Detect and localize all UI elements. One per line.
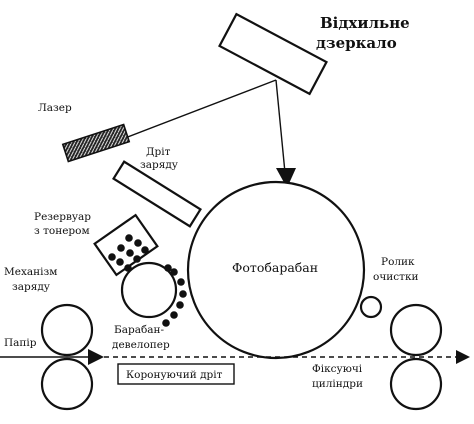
fuser-label-line2: циліндри <box>312 378 363 390</box>
developer-label-line2: девелопер <box>112 339 170 351</box>
paper-label: Папір <box>4 337 37 349</box>
charge-wire-label-line1: Дріт <box>146 146 171 158</box>
charge-mechanism-label-line2: заряду <box>12 281 51 293</box>
charge-wire <box>112 160 202 228</box>
mirror-label-line1: Відхильне <box>320 14 410 32</box>
laser-beam <box>124 79 277 139</box>
corona-wire-box <box>117 363 235 385</box>
toner-reservoir-label-line1: Резервуар <box>34 211 91 223</box>
reflected-beam-arrowhead <box>276 168 296 188</box>
paper-arrow-left <box>88 349 104 365</box>
mirror-label-line2: дзеркало <box>316 34 397 52</box>
charge-wire-label-line2: заряду <box>140 159 179 171</box>
toner-reservoir-label-line2: з тонером <box>34 225 90 237</box>
cleaning-roller-label-line2: очистки <box>373 271 419 283</box>
photo-drum <box>186 180 366 360</box>
paper-arrow-right <box>456 350 470 364</box>
charge-mechanism-label-line1: Механізм <box>4 266 57 278</box>
deflecting-mirror <box>218 12 328 96</box>
fuser-rollers <box>389 303 443 411</box>
reflected-beam <box>275 79 287 184</box>
developer-drum <box>120 261 187 327</box>
developer-label-line1: Барабан- <box>114 324 165 336</box>
fuser-label-line1: Фіксуючі <box>312 363 363 375</box>
drum-label: Фотобарабан <box>232 260 318 275</box>
charge-mechanism-rollers <box>40 303 94 411</box>
corona-wire-label: Коронуючий дріт <box>126 369 223 381</box>
cleaning-roller <box>359 295 383 319</box>
cleaning-roller-label-line1: Ролик <box>381 256 415 268</box>
laser-label: Лазер <box>38 102 72 114</box>
laser <box>61 123 131 163</box>
